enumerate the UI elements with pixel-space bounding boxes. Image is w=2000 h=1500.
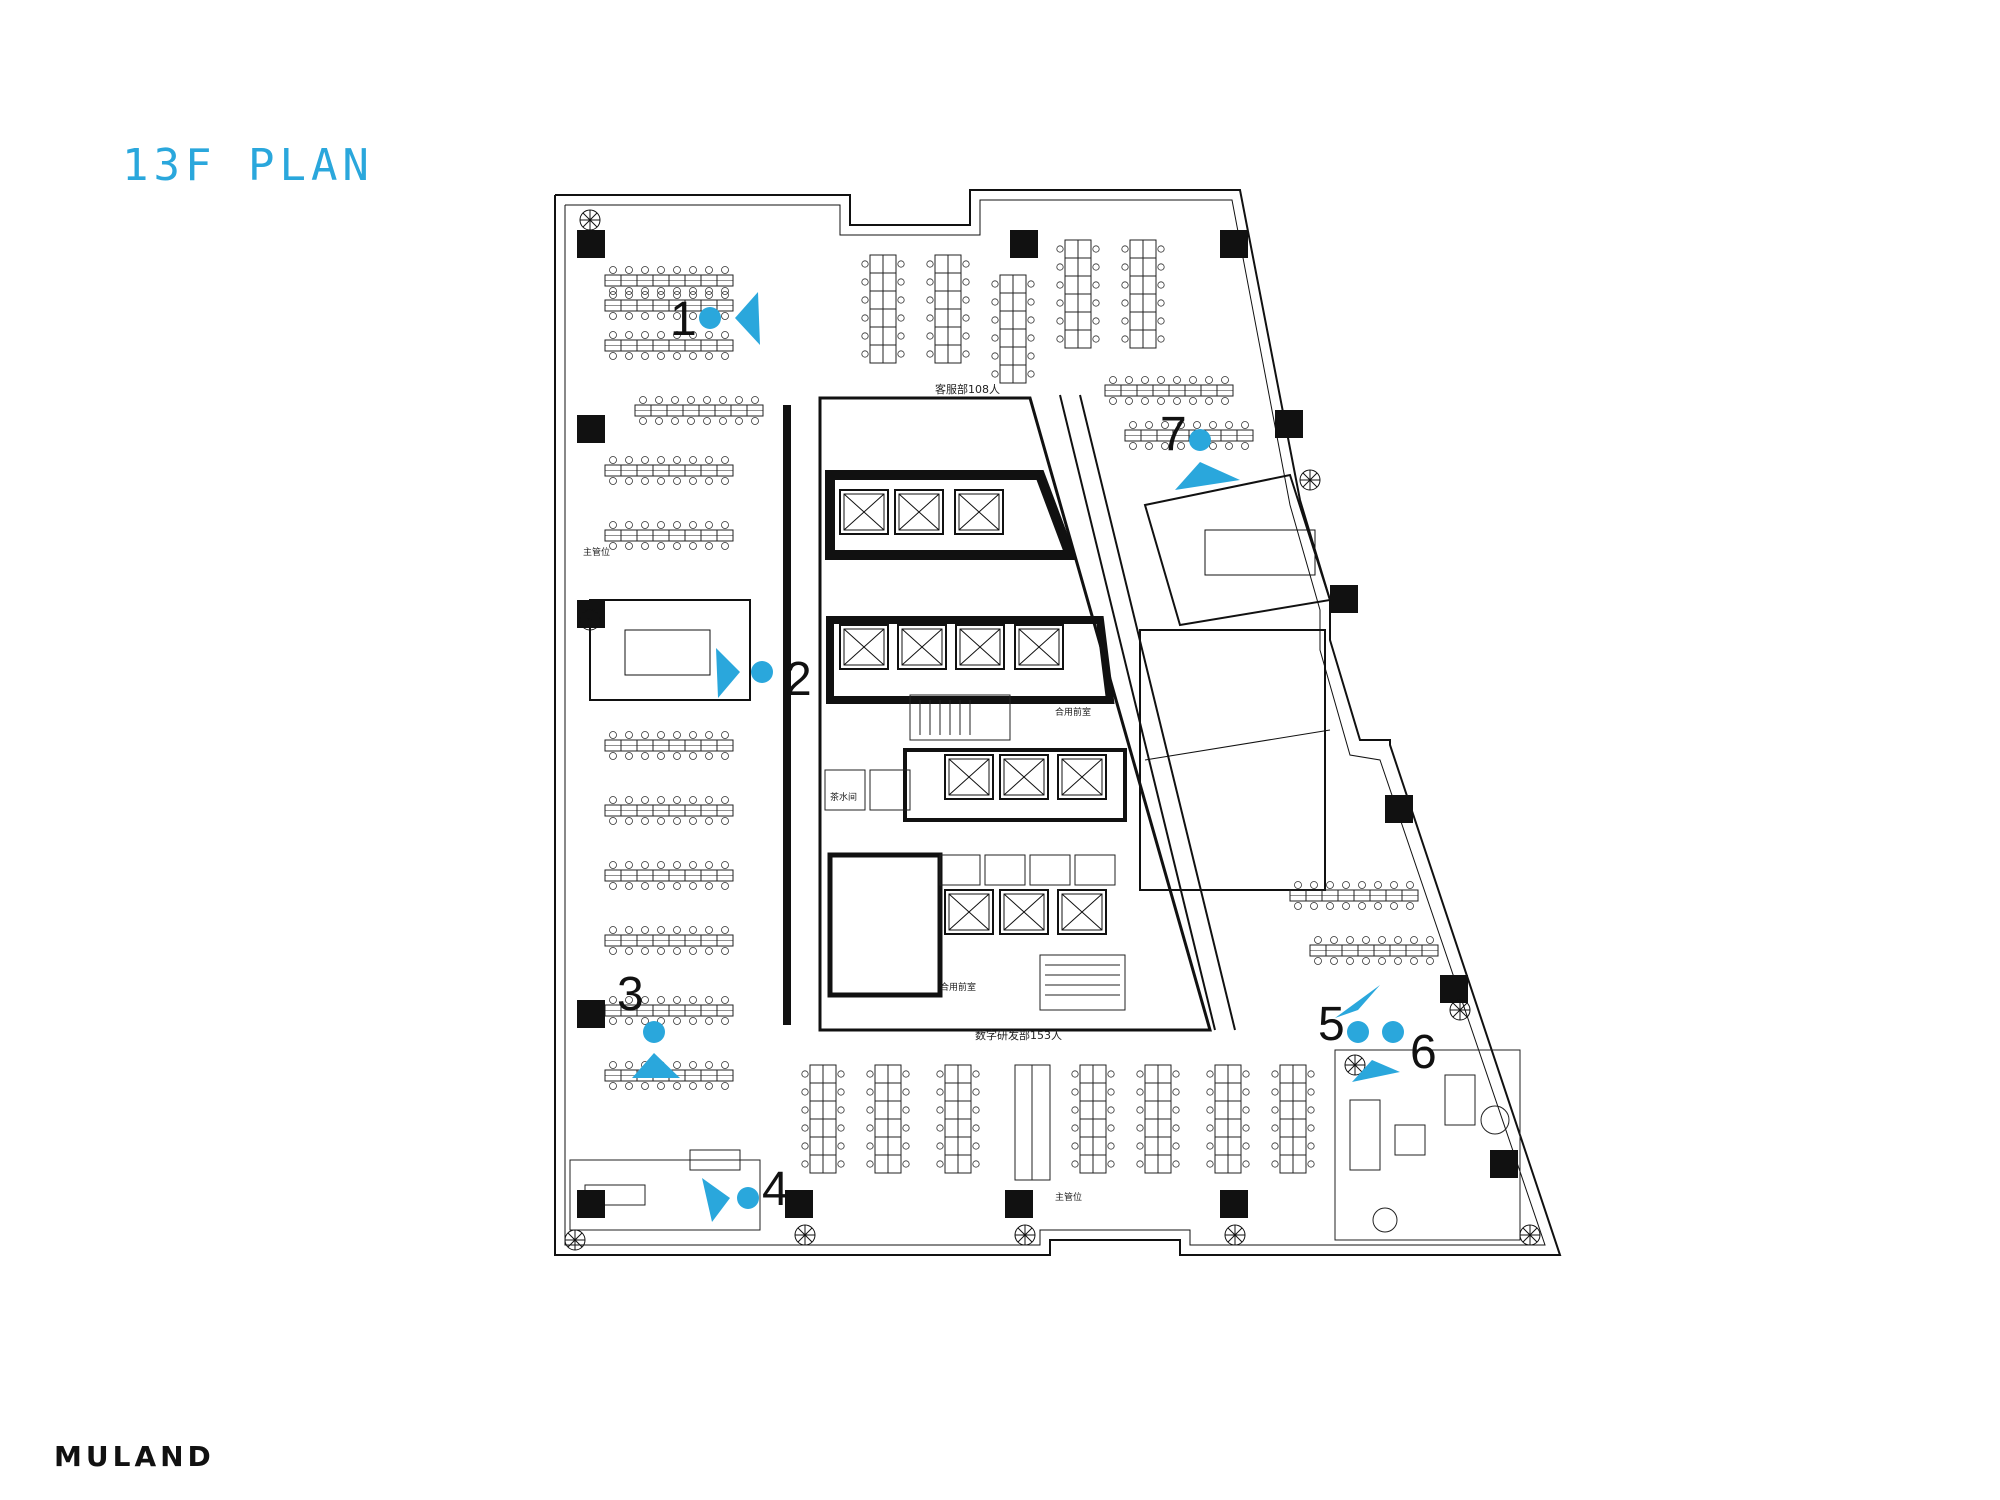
viewpoint-label-2: 2	[785, 653, 812, 706]
workstations-top-center	[862, 240, 1164, 383]
workstations-left-mid	[605, 732, 733, 1090]
viewpoint-label-7: 7	[1160, 408, 1187, 461]
workstations-bottom	[802, 1064, 1314, 1181]
camera-viewpoint-icon	[699, 292, 760, 345]
page-title: 13F PLAN	[122, 140, 374, 191]
room-label-meeting-b: 合用前室	[940, 981, 976, 993]
room-label-meeting-a: 合用前室	[1055, 706, 1091, 718]
restrooms	[824, 769, 1116, 886]
room-label-water-room: 茶水间	[830, 791, 857, 803]
meeting-room-top-right	[1139, 473, 1332, 891]
camera-viewpoint-icon	[716, 648, 773, 698]
lounge-area	[1334, 1049, 1521, 1241]
viewpoint-label-1: 1	[670, 293, 697, 346]
viewpoint-label-6: 6	[1410, 1026, 1437, 1079]
viewpoint-label-3: 3	[617, 968, 644, 1021]
core-walls	[783, 394, 1236, 1032]
room-label-customer-service: 客服部108人	[935, 382, 1000, 396]
viewpoint-label-5: 5	[1318, 998, 1345, 1051]
room-label-director: 主管位	[583, 546, 610, 558]
viewpoint-label-4: 4	[762, 1163, 789, 1216]
camera-viewpoint-icon	[702, 1178, 759, 1222]
camera-viewpoint-icon	[1352, 1021, 1404, 1082]
camera-viewpoint-icon	[1175, 429, 1240, 490]
camera-viewpoint-icon	[632, 1021, 680, 1078]
building-outline	[554, 189, 1562, 1256]
plant-icon	[564, 209, 1541, 1251]
workstations-right-mid	[1290, 882, 1438, 965]
room-label-director-b: 主管位	[1055, 1191, 1082, 1203]
camera-viewpoint-icon	[1335, 985, 1380, 1043]
viewpoint-markers	[632, 292, 1404, 1222]
stairs	[909, 694, 1126, 1011]
room-label-digital-rd: 数字研发部153人	[975, 1028, 1062, 1042]
brand-logo: MULAND	[54, 1440, 215, 1473]
meeting-room-left	[589, 599, 751, 701]
